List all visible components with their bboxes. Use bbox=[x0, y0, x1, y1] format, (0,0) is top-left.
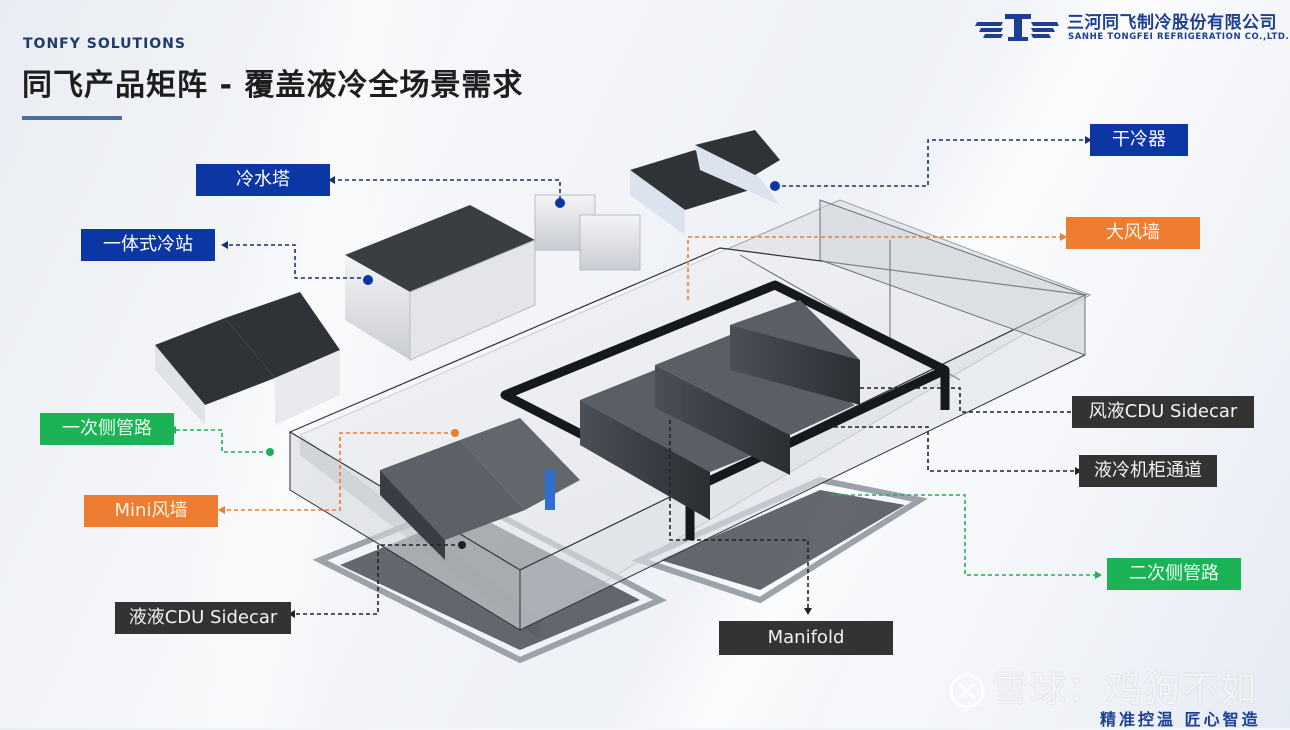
label-manifold: Manifold bbox=[719, 621, 893, 655]
xueqiu-logo-icon bbox=[949, 673, 985, 709]
company-logo: 三河同飞制冷股份有限公司 SANHE TONGFEI REFRIGERATION… bbox=[975, 8, 1289, 42]
connector-primary-pipeline bbox=[176, 429, 270, 453]
label-liquid-cabinet-aisle: 液冷机柜通道 bbox=[1079, 455, 1217, 487]
connector-mini-fan-wall bbox=[225, 432, 455, 511]
dry-coolers-left bbox=[155, 292, 340, 425]
label-liquid-liquid-cdu-sidecar: 液液CDU Sidecar bbox=[115, 602, 291, 634]
page-title: 同飞产品矩阵 - 覆盖液冷全场景需求 bbox=[22, 68, 524, 103]
dry-coolers-right bbox=[630, 130, 780, 235]
connector-dots bbox=[266, 181, 780, 549]
connector-manifold bbox=[669, 420, 809, 608]
connector-chiller-station bbox=[228, 244, 368, 279]
connector-cabinet-aisle bbox=[820, 426, 1075, 472]
connector-air-liquid-cdu bbox=[860, 387, 1075, 413]
section-subtitle: TONFY SOLUTIONS bbox=[23, 36, 186, 52]
cdu-sidecars bbox=[380, 418, 580, 560]
tongfei-wing-logo-icon bbox=[975, 14, 1059, 41]
connector-secondary-pipeline bbox=[830, 494, 1095, 576]
label-secondary-pipeline: 二次侧管路 bbox=[1107, 558, 1241, 590]
slogan: 精准控温 匠心智造 bbox=[1100, 710, 1261, 729]
connector-liquid-cdu bbox=[295, 544, 462, 615]
label-air-liquid-cdu-sidecar: 风液CDU Sidecar bbox=[1072, 396, 1254, 428]
watermark-text: 雪球：鸡狗不如 bbox=[992, 669, 1259, 710]
label-cooling-tower: 冷水塔 bbox=[196, 164, 330, 196]
label-primary-pipeline: 一次侧管路 bbox=[40, 413, 174, 445]
connector-dry-cooler bbox=[775, 139, 1085, 187]
rack-rows bbox=[580, 300, 860, 520]
label-integrated-chiller-station: 一体式冷站 bbox=[81, 229, 215, 261]
company-name-cn: 三河同飞制冷股份有限公司 bbox=[1067, 13, 1277, 33]
label-mini-fan-wall: Mini风墙 bbox=[84, 495, 218, 527]
company-name-en: SANHE TONGFEI REFRIGERATION CO.,LTD. bbox=[1068, 32, 1290, 42]
connector-cooling-tower bbox=[335, 179, 561, 200]
chiller-station bbox=[345, 205, 536, 361]
connector-large-fan-wall bbox=[687, 236, 1060, 300]
watermark: 雪球：鸡狗不如 bbox=[948, 660, 1258, 712]
label-dry-cooler: 干冷器 bbox=[1090, 124, 1188, 156]
cooling-towers bbox=[534, 194, 641, 271]
title-underline bbox=[22, 116, 122, 120]
label-large-fan-wall: 大风墙 bbox=[1066, 217, 1200, 249]
